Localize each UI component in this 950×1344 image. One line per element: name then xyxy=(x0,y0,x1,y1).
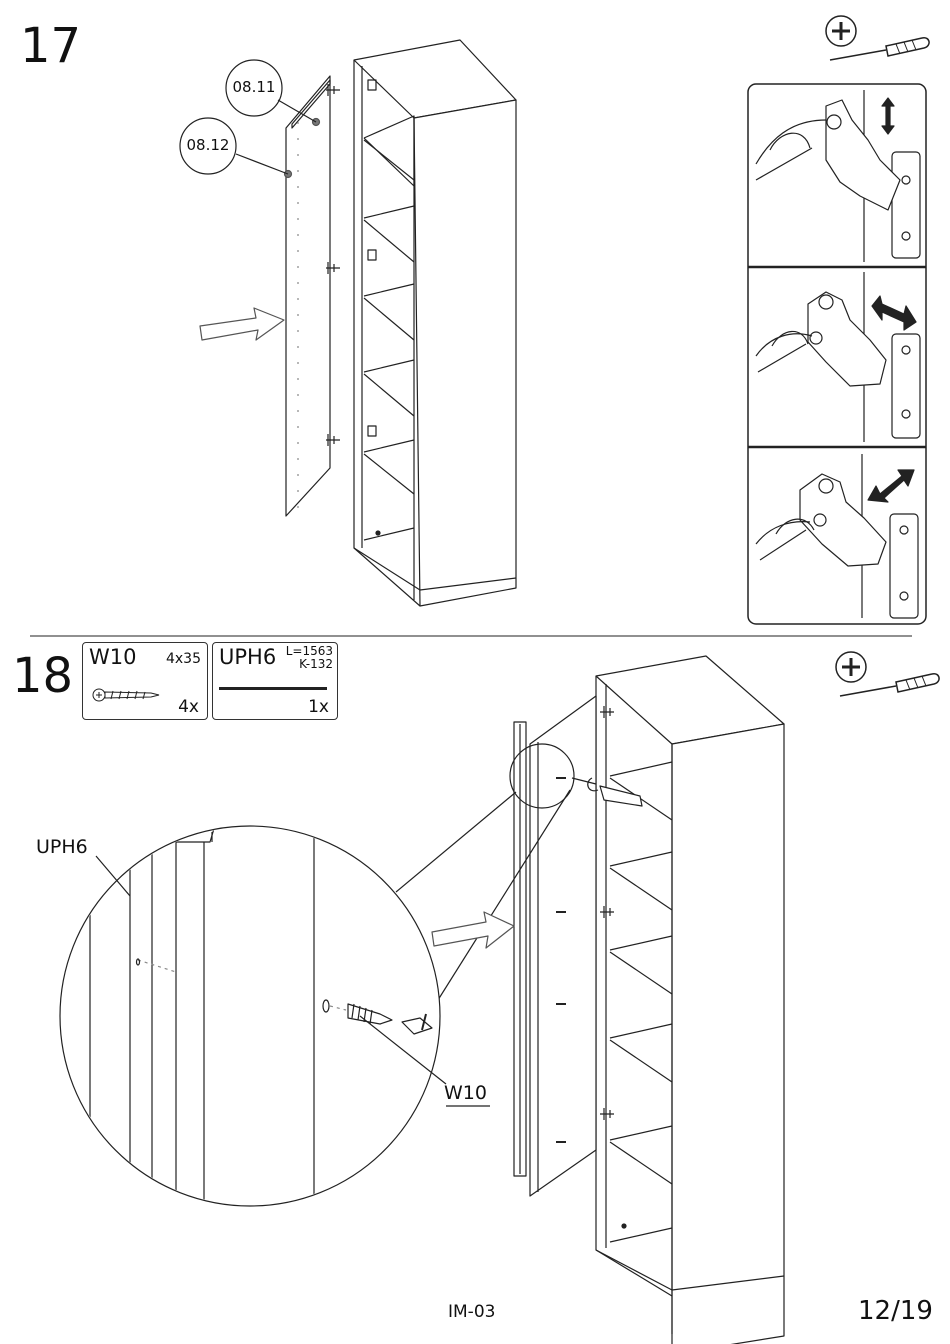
step17-cabinet xyxy=(354,40,516,606)
uph6-profile xyxy=(514,722,526,1176)
part-dim-uph6-length: L=1563 xyxy=(286,644,333,658)
screwdriver-icon xyxy=(826,28,936,68)
step-18-number: 18 xyxy=(12,648,73,704)
part-code-uph6: UPH6 xyxy=(219,645,276,669)
part-box-uph6: UPH6 L=1563 K-132 1x xyxy=(212,642,338,720)
screw-icon xyxy=(91,683,161,707)
document-code: IM-03 xyxy=(448,1302,495,1322)
label-uph6: UPH6 xyxy=(36,836,88,858)
profile-bar-icon xyxy=(219,687,327,690)
step18-cabinet xyxy=(596,656,784,1344)
step18-door xyxy=(530,696,614,1196)
push-arrow-18 xyxy=(432,912,514,948)
callout-08-11: 08.11 xyxy=(226,78,282,96)
part-qty-uph6: 1x xyxy=(308,697,329,717)
push-arrow-17 xyxy=(200,308,284,340)
part-dim-w10: 4x35 xyxy=(166,651,201,667)
label-w10: W10 xyxy=(444,1082,487,1104)
screwdriver-icon-18 xyxy=(836,664,946,704)
step-17-number: 17 xyxy=(20,18,81,74)
page-number: 12/19 xyxy=(858,1296,933,1326)
part-code-w10: W10 xyxy=(89,645,137,669)
part-dim-uph6-code: K-132 xyxy=(299,657,333,671)
callout-08-12: 08.12 xyxy=(180,136,236,154)
detail-magnifier xyxy=(60,822,490,1220)
part-box-w10: W10 4x35 4x xyxy=(82,642,208,720)
step17-door xyxy=(285,76,341,516)
part-qty-w10: 4x xyxy=(178,697,199,717)
